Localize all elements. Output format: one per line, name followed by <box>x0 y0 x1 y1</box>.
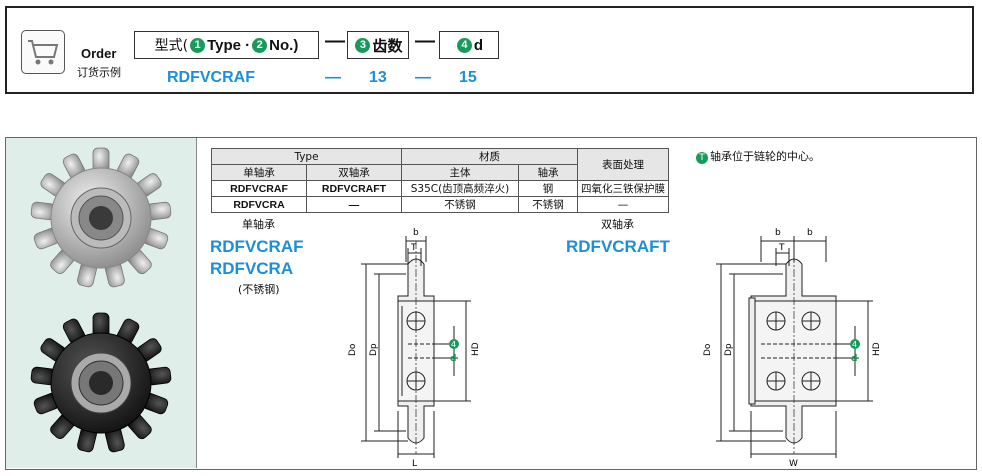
dim-t-label: T <box>778 243 785 253</box>
material-spec-table: Type 材质 表面处理 单轴承 双轴承 主体 轴承 RDFVCRAF RDFV… <box>211 148 669 213</box>
product-name-rdfvcraft: RDFVCRAFT <box>566 237 670 256</box>
dim-d-circle: 4 <box>451 340 456 349</box>
circle-number-4 <box>850 339 860 349</box>
dim-dp-label: Dp <box>369 343 379 356</box>
dash-separator: — <box>325 30 345 52</box>
table-header-double: 双轴承 <box>306 164 402 181</box>
silver-sprocket-image <box>30 147 172 288</box>
order-type-value: RDFVCRAF <box>167 69 255 86</box>
order-example-box: Order 订货示例 型式( 1 Type · 2 No.) — 3 齿数 — … <box>5 6 974 94</box>
table-header-material: 材质 <box>401 148 578 165</box>
table-header-single: 单轴承 <box>211 164 307 181</box>
order-teeth-value: 13 <box>369 69 387 86</box>
dim-d-label: d <box>851 354 857 364</box>
single-bearing-label: 单轴承 <box>242 218 275 231</box>
table-cell-bearing: 钢 <box>518 180 578 197</box>
table-cell-surface: — <box>577 196 669 213</box>
type-prefix: 型式( <box>154 38 189 54</box>
double-bearing-label: 双轴承 <box>601 218 634 231</box>
table-cell-surface: 四氧化三铁保护膜 <box>577 180 669 197</box>
tip-icon: T <box>696 152 708 164</box>
dim-do-label: Do <box>703 343 713 356</box>
table-cell-bearing: 不锈钢 <box>518 196 578 213</box>
sprocket-photos <box>30 147 172 453</box>
no-text: No.) <box>269 36 299 54</box>
circle-number-4 <box>449 339 459 349</box>
product-name-rdfvcraf: RDFVCRAF <box>210 237 304 256</box>
dim-hd-label: HD <box>471 342 481 356</box>
dim-dp-label: Dp <box>724 343 734 356</box>
single-bearing-drawing: b T Do Dp HD 4 d L <box>348 228 481 466</box>
circle-number-3: 3 <box>355 37 371 53</box>
teeth-field-box: 3 齿数 <box>347 31 409 59</box>
type-no-field-box: 型式( 1 Type · 2 No.) <box>134 31 319 59</box>
black-sprocket-image <box>30 312 172 453</box>
d-text: d <box>473 36 484 54</box>
dim-b-label: b <box>807 228 813 238</box>
dim-b-label: b <box>413 228 419 238</box>
table-header-bearing: 轴承 <box>518 164 578 181</box>
double-bearing-drawing: b b T Do Dp HD 4 d W <box>703 228 881 466</box>
table-row: RDFVCRA — 不锈钢 不锈钢 — <box>211 196 669 213</box>
table-cell-double: — <box>306 196 402 213</box>
table-row: RDFVCRAF RDFVCRAFT S35C(齿顶高频淬火) 钢 四氧化三铁保… <box>211 180 669 197</box>
product-photo-panel <box>6 138 197 468</box>
circle-number-4: 4 <box>456 37 472 53</box>
table-header-body: 主体 <box>401 164 519 181</box>
order-d-value: 15 <box>459 69 477 86</box>
product-spec-box: Type 材质 表面处理 单轴承 双轴承 主体 轴承 RDFVCRAF RDFV… <box>5 137 977 470</box>
dim-w-label: W <box>789 459 798 466</box>
bearing-note-text: 轴承位于链轮的中心。 <box>710 150 820 163</box>
dash-separator: — <box>325 69 341 86</box>
cart-icon <box>21 30 65 74</box>
d-field-box: 4 d <box>439 31 499 59</box>
order-label: Order <box>81 46 117 61</box>
table-header-surface: 表面处理 <box>577 148 669 181</box>
dim-d-label: d <box>450 354 456 364</box>
dash-separator: — <box>415 30 435 52</box>
table-cell-single: RDFVCRAF <box>211 180 307 197</box>
circle-number-2: 2 <box>252 37 268 53</box>
dim-do-label: Do <box>348 343 358 356</box>
table-cell-body: S35C(齿顶高频淬火) <box>401 180 519 197</box>
teeth-text: 齿数 <box>372 36 403 55</box>
table-cell-body: 不锈钢 <box>401 196 519 213</box>
table-cell-double: RDFVCRAFT <box>306 180 402 197</box>
stainless-note: (不锈钢) <box>238 283 280 296</box>
table-cell-single: RDFVCRA <box>211 196 307 213</box>
circle-number-1: 1 <box>190 37 206 53</box>
dim-d-circle: 4 <box>852 340 857 349</box>
dim-b-label: b <box>775 228 781 238</box>
product-name-rdfvcra: RDFVCRA <box>210 259 294 278</box>
table-header-type: Type <box>211 148 402 165</box>
dim-t-label: T <box>410 243 417 253</box>
order-example-label: 订货示例 <box>77 66 121 79</box>
dash-separator: — <box>415 69 431 86</box>
type-text: Type · <box>207 36 251 54</box>
dim-hd-label: HD <box>872 342 881 356</box>
dim-l-label: L <box>412 459 417 466</box>
